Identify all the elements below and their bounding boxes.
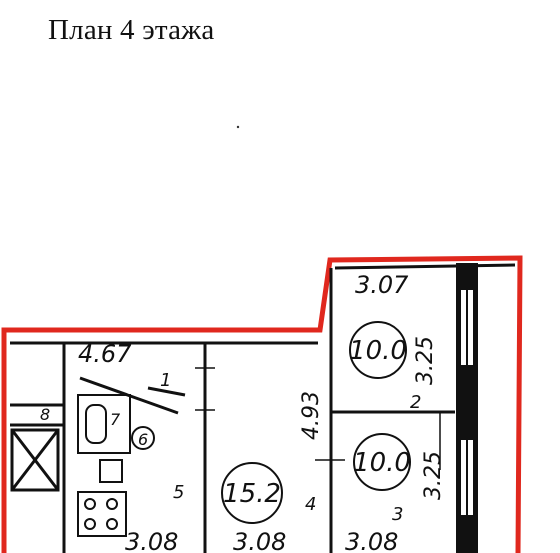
area-circles	[221, 321, 411, 524]
door-swing	[79, 376, 186, 415]
speck	[236, 125, 240, 129]
stove	[77, 491, 127, 537]
room-6-number: 6	[138, 430, 148, 449]
room-7-number: 7	[110, 410, 121, 429]
room-2-number: 2	[410, 392, 421, 413]
room-8-number: 8	[40, 405, 50, 424]
room-1-number: 1	[160, 370, 171, 391]
dim-top-right-width: 3.07	[355, 271, 409, 299]
apartment-outline	[1, 255, 523, 553]
dim-corridor-length: 4.93	[299, 391, 324, 440]
room-4-number: 4	[305, 494, 316, 515]
room-5-number: 5	[173, 482, 184, 503]
dim-room3-height: 3.25	[421, 451, 446, 500]
room-3-area: 10.0	[353, 448, 411, 478]
dim-bottom-left: 3.08	[125, 528, 178, 553]
shaft-box	[10, 428, 60, 492]
bath-fixtures	[77, 394, 155, 483]
dim-hall-width: 4.67	[78, 340, 132, 368]
room-2-area: 10.0	[349, 336, 407, 366]
room-3-number: 3	[392, 504, 403, 525]
room-4-area: 15.2	[223, 479, 281, 509]
dim-bottom-right: 3.08	[345, 528, 398, 553]
dim-room2-height: 3.25	[413, 336, 438, 385]
interior-walls	[10, 263, 516, 553]
dimension-ticks	[195, 367, 441, 470]
dim-bottom-mid: 3.08	[233, 528, 286, 553]
floor-plan-title: План 4 этажа	[48, 14, 215, 46]
window-bay	[456, 263, 478, 553]
